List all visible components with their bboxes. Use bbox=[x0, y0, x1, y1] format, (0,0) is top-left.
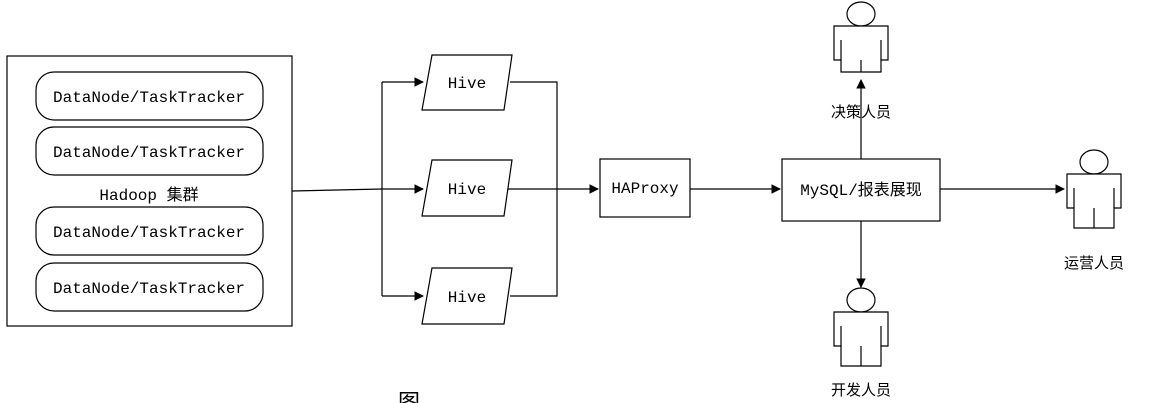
cluster-label: Hadoop 集群 bbox=[99, 186, 198, 205]
developers-person-icon bbox=[833, 287, 889, 367]
datanode-1-label: DataNode/TaskTracker bbox=[53, 89, 245, 107]
report-label: MySQL/报表展现 bbox=[800, 181, 922, 200]
datanode-4: DataNode/TaskTracker bbox=[35, 262, 264, 312]
hive-node-1: Hive bbox=[421, 54, 513, 111]
decision-label: 决策人员 bbox=[831, 103, 891, 121]
operations-label: 运营人员 bbox=[1064, 254, 1124, 272]
datanode-3: DataNode/TaskTracker bbox=[35, 206, 264, 256]
datanode-2-label: DataNode/TaskTracker bbox=[53, 144, 245, 162]
haproxy-label: HAProxy bbox=[611, 180, 679, 198]
report-box: MySQL/报表展现 bbox=[781, 158, 941, 222]
figure-caption: 图 bbox=[398, 391, 420, 403]
hive-3-label: Hive bbox=[448, 289, 486, 307]
hive-node-3: Hive bbox=[421, 267, 513, 325]
hive-1-label: Hive bbox=[448, 75, 486, 93]
hive-2-label: Hive bbox=[448, 181, 486, 199]
decision-person-icon bbox=[833, 1, 889, 73]
datanode-2: DataNode/TaskTracker bbox=[35, 126, 264, 176]
operations-person-icon bbox=[1066, 149, 1122, 229]
datanode-1: DataNode/TaskTracker bbox=[35, 71, 264, 121]
haproxy-box: HAProxy bbox=[599, 158, 691, 218]
cluster-link bbox=[291, 188, 383, 192]
developers-label: 开发人员 bbox=[831, 381, 891, 399]
hive-node-2: Hive bbox=[421, 159, 513, 217]
datanode-4-label: DataNode/TaskTracker bbox=[53, 280, 245, 298]
datanode-3-label: DataNode/TaskTracker bbox=[53, 224, 245, 242]
